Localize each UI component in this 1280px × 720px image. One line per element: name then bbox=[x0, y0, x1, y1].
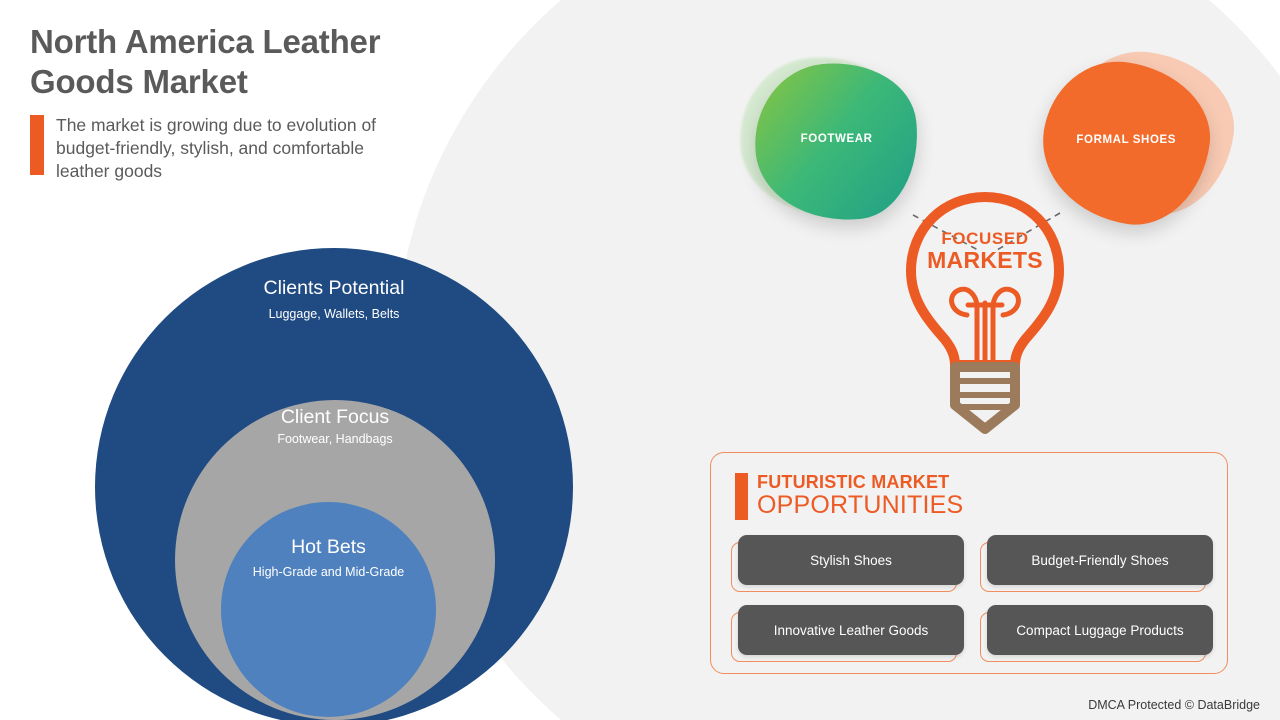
subtitle-row: The market is growing due to evolution o… bbox=[30, 113, 550, 184]
circle-inner-title: Hot Bets bbox=[291, 536, 366, 558]
panel-title-group: FUTURISTIC MARKET OPPORTUNITIES bbox=[757, 473, 963, 520]
circle-label-inner: Hot Bets High-Grade and Mid-Grade bbox=[221, 535, 436, 580]
header: North America Leather Goods Market The m… bbox=[30, 22, 550, 183]
opportunity-card-label: Stylish Shoes bbox=[810, 552, 892, 568]
opportunity-cards-grid: Stylish Shoes Budget-Friendly Shoes Inno… bbox=[731, 535, 1213, 663]
circle-outer-title: Clients Potential bbox=[263, 277, 405, 299]
panel-accent-bar bbox=[735, 473, 748, 520]
circle-hot-bets[interactable]: Hot Bets High-Grade and Mid-Grade bbox=[221, 502, 436, 717]
opportunity-card-label: Compact Luggage Products bbox=[1016, 622, 1184, 638]
blob-footwear-label: FOOTWEAR bbox=[800, 133, 873, 146]
opportunity-card-innovative-leather-goods[interactable]: Innovative Leather Goods bbox=[738, 605, 964, 655]
circle-outer-subtitle: Luggage, Wallets, Belts bbox=[268, 307, 400, 322]
opportunity-card-label: Budget-Friendly Shoes bbox=[1031, 552, 1169, 568]
concentric-circles-diagram: Clients Potential Luggage, Wallets, Belt… bbox=[95, 248, 573, 720]
card-wrap: Compact Luggage Products bbox=[980, 605, 1213, 663]
circle-inner-subtitle: High-Grade and Mid-Grade bbox=[252, 565, 405, 580]
panel-title-line-1: FUTURISTIC MARKET bbox=[757, 472, 950, 492]
opportunity-card-label: Innovative Leather Goods bbox=[773, 622, 929, 638]
opportunity-card-budget-friendly-shoes[interactable]: Budget-Friendly Shoes bbox=[987, 535, 1213, 585]
card-wrap: Innovative Leather Goods bbox=[731, 605, 964, 663]
opportunity-card-stylish-shoes[interactable]: Stylish Shoes bbox=[738, 535, 964, 585]
page-title: North America Leather Goods Market bbox=[30, 23, 381, 101]
footer-copyright: DMCA Protected © DataBridge bbox=[1088, 698, 1260, 712]
circle-label-outer: Clients Potential Luggage, Wallets, Belt… bbox=[95, 276, 573, 322]
panel-header: FUTURISTIC MARKET OPPORTUNITIES bbox=[735, 473, 1227, 520]
card-wrap: Budget-Friendly Shoes bbox=[980, 535, 1213, 593]
subtitle-accent-bar bbox=[30, 114, 44, 175]
page-subtitle: The market is growing due to evolution o… bbox=[56, 114, 377, 182]
panel-title-line-2: OPPORTUNITIES bbox=[757, 490, 964, 519]
opportunity-card-compact-luggage-products[interactable]: Compact Luggage Products bbox=[987, 605, 1213, 655]
circle-label-middle: Client Focus Footwear, Handbags bbox=[175, 405, 495, 447]
card-wrap: Stylish Shoes bbox=[731, 535, 964, 593]
circle-middle-subtitle: Footwear, Handbags bbox=[277, 432, 393, 447]
circle-middle-title: Client Focus bbox=[280, 406, 390, 428]
lightbulb-icon[interactable] bbox=[885, 185, 1085, 435]
blob-formal-shoes-label: FORMAL SHOES bbox=[1076, 134, 1177, 147]
focused-markets-diagram: FOOTWEAR FORMAL SHOES FOCUSED MARKETS bbox=[732, 42, 1244, 445]
futuristic-opportunities-panel: FUTURISTIC MARKET OPPORTUNITIES Stylish … bbox=[710, 452, 1228, 674]
